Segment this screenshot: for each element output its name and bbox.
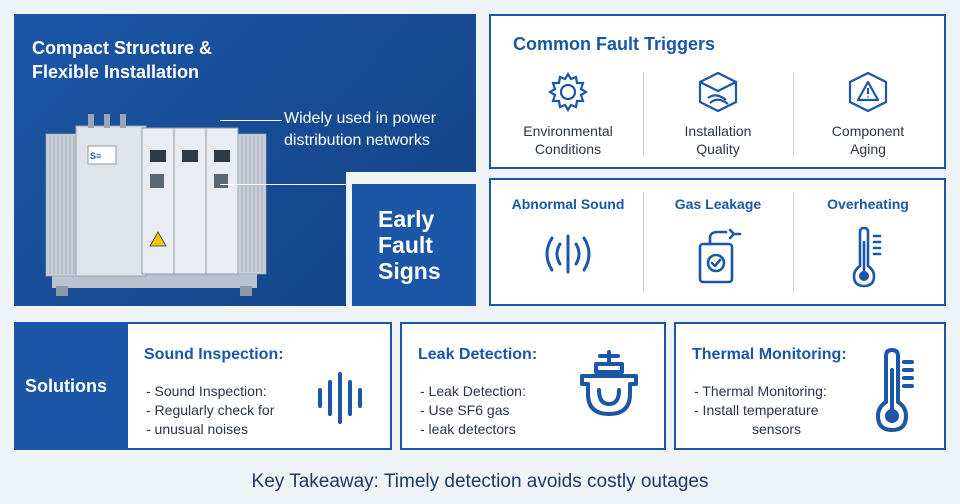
hero-note-line: distribution networks (284, 132, 430, 149)
trigger-label-line: Environmental (523, 123, 613, 139)
fault-signs-panel: Abnormal Sound Gas Leakage (489, 178, 946, 306)
fault-triggers-panel: Common Fault Triggers Environmental Cond… (489, 14, 946, 169)
solution-list: - Leak Detection: - Use SF6 gas - leak d… (420, 382, 526, 439)
sign-item: Overheating (793, 180, 943, 304)
key-takeaway: Key Takeaway: Timely detection avoids co… (251, 471, 709, 492)
solution-list-item: - leak detectors (420, 421, 516, 437)
trigger-item: Environmental Conditions (493, 70, 643, 166)
solution-list-item: - Thermal Monitoring: (694, 383, 827, 399)
transformer-image: S≡ (45, 114, 267, 296)
gas-detector-icon (698, 228, 742, 284)
solution-title: Thermal Monitoring: (692, 346, 847, 363)
solution-card: Sound Inspection: - Sound Inspection: - … (126, 322, 392, 450)
hero-title-line: Flexible Installation (32, 62, 200, 82)
trigger-label-line: Aging (850, 141, 886, 157)
fault-triggers-title: Common Fault Triggers (513, 34, 716, 54)
sign-label: Abnormal Sound (511, 196, 625, 212)
solution-list-item: - Leak Detection: (420, 383, 526, 399)
hero-panel: Compact Structure & Flexible Installatio… (14, 14, 476, 306)
warning-triangle-icon (848, 71, 888, 113)
early-line: Signs (378, 258, 441, 284)
trigger-label-line: Installation (684, 123, 752, 139)
early-line: Fault (378, 232, 433, 258)
early-line: Early (378, 206, 435, 232)
trigger-label-line: Quality (696, 141, 740, 157)
solution-list-item: - Use SF6 gas (420, 402, 510, 418)
solution-list-item: - Regularly check for (146, 402, 275, 418)
sign-item: Abnormal Sound (493, 180, 643, 304)
divider (643, 72, 644, 156)
box-icon (698, 71, 738, 113)
hero-note-line: Widely used in power (284, 110, 437, 127)
sign-label: Gas Leakage (674, 196, 762, 212)
trigger-label-line: Component (831, 123, 905, 139)
solution-list-item: - unusual noises (146, 421, 248, 437)
sign-item: Gas Leakage (643, 180, 793, 304)
hero-note: Widely used in power distribution networ… (284, 108, 474, 152)
svg-text:S≡: S≡ (90, 151, 101, 161)
sound-wave-icon (545, 234, 591, 274)
thermometer-icon (852, 226, 882, 288)
trigger-item: Component Aging (793, 70, 943, 166)
divider (793, 192, 794, 292)
solution-list-item: - Install temperature (694, 402, 819, 418)
solution-card: Thermal Monitoring: - Thermal Monitoring… (674, 322, 946, 450)
solution-list-item: sensors (752, 421, 802, 437)
sound-wave-icon (318, 372, 362, 424)
solution-card: Leak Detection: - Leak Detection: - Use … (400, 322, 666, 450)
solution-list-item: - Sound Inspection: (146, 383, 267, 399)
hero-title-line: Compact Structure & (32, 38, 213, 58)
callout-line (220, 184, 352, 185)
early-fault-signs-tag: Early Fault Signs (352, 184, 476, 306)
gear-icon (547, 71, 589, 113)
solutions-tag: Solutions (14, 322, 126, 450)
leak-detector-icon (580, 350, 638, 416)
hero-title: Compact Structure & Flexible Installatio… (32, 36, 272, 84)
trigger-label-line: Conditions (534, 141, 602, 157)
trigger-item: Installation Quality (643, 70, 793, 166)
trigger-label: Environmental Conditions (493, 122, 643, 158)
solution-title: Leak Detection: (418, 346, 538, 363)
solution-title: Sound Inspection: (144, 346, 284, 363)
sign-label: Overheating (827, 196, 909, 212)
divider (793, 72, 794, 156)
trigger-label: Installation Quality (643, 122, 793, 158)
solution-list: - Thermal Monitoring: - Install temperat… (694, 382, 827, 439)
thermometer-icon (875, 348, 914, 433)
solution-list: - Sound Inspection: - Regularly check fo… (146, 382, 274, 439)
divider (643, 192, 644, 292)
trigger-label: Component Aging (793, 122, 943, 158)
callout-line (220, 120, 282, 121)
